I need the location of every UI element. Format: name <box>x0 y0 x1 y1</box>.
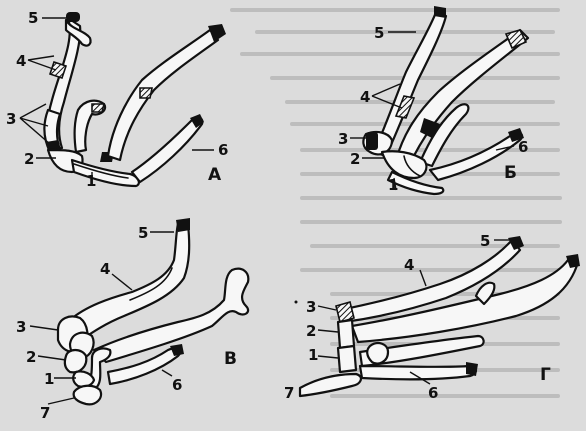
panel-g-bone-knob <box>367 343 388 363</box>
panel-a-label-1: 1 <box>86 172 96 190</box>
panel-a-forelimb-skeleton <box>44 12 226 186</box>
panel-v-bone-2 <box>65 350 87 372</box>
panel-v-label-3: 3 <box>16 318 26 336</box>
panel-b-label-1: 1 <box>388 176 398 194</box>
panel-a-label-4: 4 <box>16 52 26 70</box>
panel-a-label-2: 2 <box>24 150 34 168</box>
panel-g-dot <box>295 301 298 304</box>
panel-g-label-4: 4 <box>404 256 414 274</box>
panel-v-label-6: 6 <box>172 376 182 394</box>
panel-a-hatch-4 <box>50 62 66 78</box>
panel-b-hatch-joint <box>366 132 378 150</box>
panel-v-label-4: 4 <box>100 260 110 278</box>
panel-g-title: Г <box>540 365 551 385</box>
panel-b-label-5: 5 <box>374 24 384 42</box>
panel-a-tip-5 <box>66 12 80 22</box>
panel-v-bone-7 <box>74 386 101 405</box>
panel-v-label-2: 2 <box>26 348 36 366</box>
background-print-texture <box>230 8 562 398</box>
panel-g-label-5: 5 <box>480 232 490 250</box>
panel-a-label-6: 6 <box>218 141 228 159</box>
panel-b-label-2: 2 <box>350 150 360 168</box>
panel-a-title: А <box>208 165 222 185</box>
panel-v-forelimb-skeleton <box>58 218 248 404</box>
panel-v-label-7: 7 <box>40 404 50 422</box>
panel-b-label-4: 4 <box>360 88 370 106</box>
panel-a-label-5: 5 <box>28 9 38 27</box>
panel-a-labels: 5 4 3 2 1 6 А <box>6 9 228 190</box>
panel-b-label-6: 6 <box>518 138 528 156</box>
panel-g-bone-7 <box>300 374 361 396</box>
panel-b-title: Б <box>504 163 517 183</box>
panel-g-bone-2 <box>338 320 354 348</box>
panel-a-bone-long-right <box>108 30 218 160</box>
panel-v-title: В <box>224 349 237 369</box>
panel-g-label-3: 3 <box>306 298 316 316</box>
panel-g-label-1: 1 <box>308 346 318 364</box>
panel-b-tip-5 <box>434 6 446 18</box>
panel-v-tip-5 <box>176 218 190 232</box>
panel-g-bone-1 <box>338 346 356 372</box>
panel-g-label-6: 6 <box>428 384 438 402</box>
panel-g-tip-6 <box>466 362 478 376</box>
panel-v-label-5: 5 <box>138 224 148 242</box>
panel-b-label-3: 3 <box>338 130 348 148</box>
panel-a-label-3: 3 <box>6 110 16 128</box>
panel-g-label-2: 2 <box>306 322 316 340</box>
panel-a-bone-6 <box>132 118 202 182</box>
panel-v-label-1: 1 <box>44 370 54 388</box>
panel-a-hatch-small <box>92 104 104 112</box>
panel-g-label-7: 7 <box>284 384 294 402</box>
panel-a-hatch-right <box>140 88 152 98</box>
